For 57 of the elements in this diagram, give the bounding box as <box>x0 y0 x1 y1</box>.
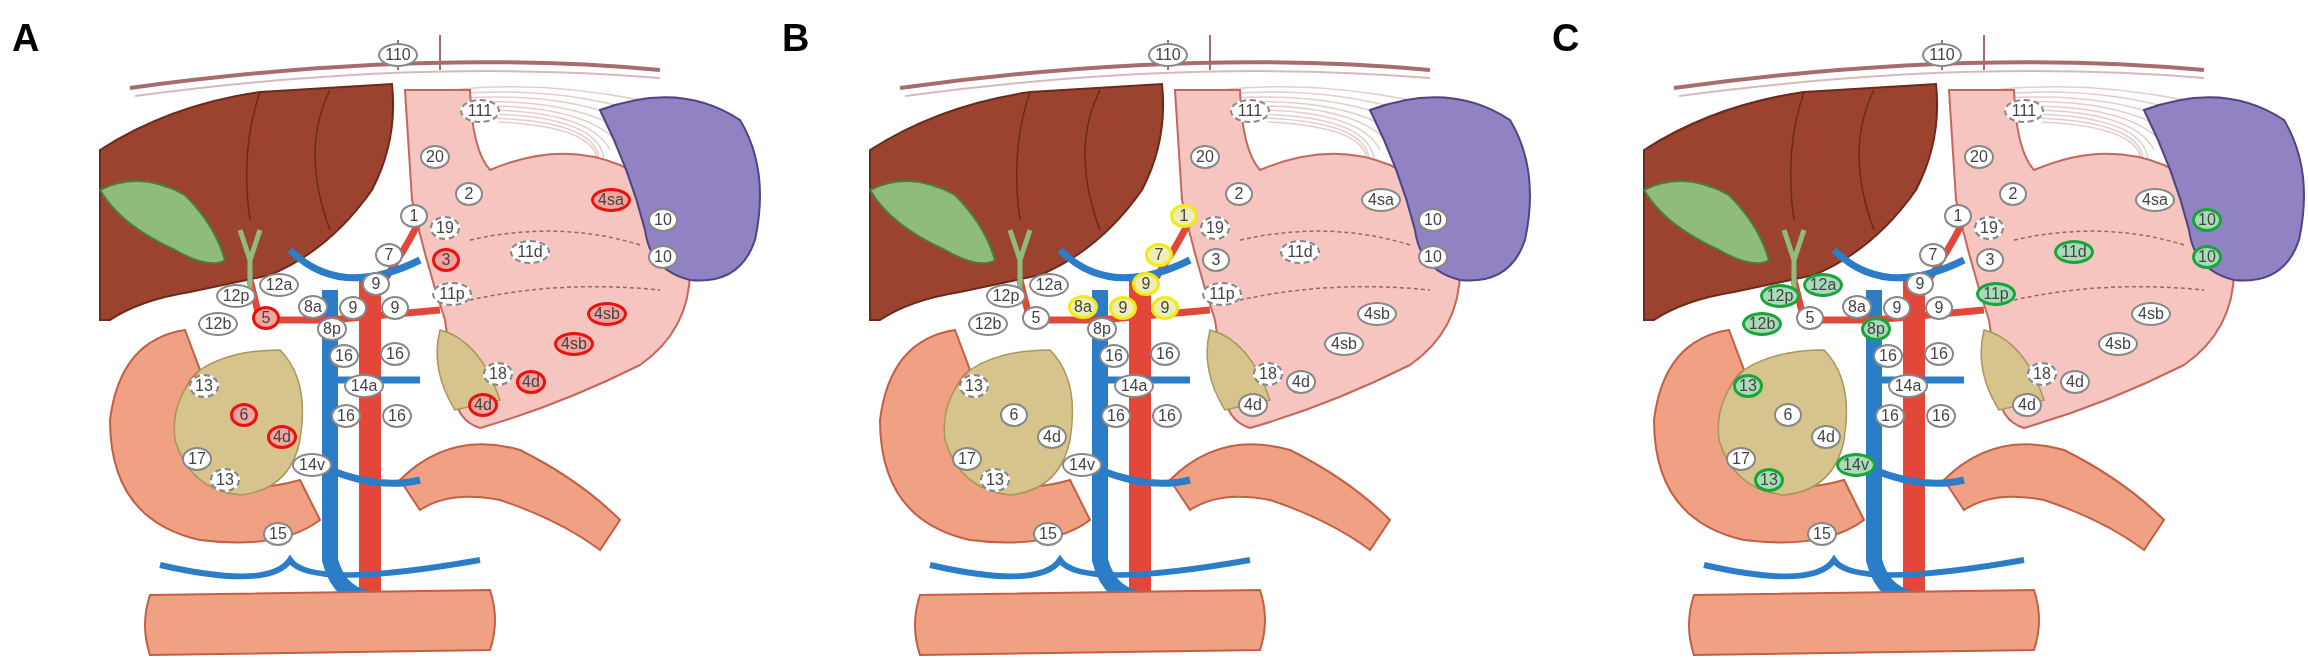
station-number-badge: 9 <box>1109 296 1137 320</box>
station-number-badge: 16 <box>1924 342 1954 366</box>
station-number-badge: 14v <box>1836 453 1876 477</box>
station-number-badge: 8p <box>1861 317 1891 341</box>
panel-letter: C <box>1552 18 1580 58</box>
station-number-badge: 9 <box>362 272 390 296</box>
station-number-badge: 15 <box>263 522 293 546</box>
station-number-badge: 14v <box>292 453 332 477</box>
station-number-badge: 5 <box>1796 306 1824 330</box>
station-number-badge: 8a <box>1842 295 1872 319</box>
station-number-badge: 110 <box>1148 43 1188 67</box>
station-number-badge: 9 <box>1906 272 1934 296</box>
station-number-badge: 12a <box>259 273 299 297</box>
station-number-badge: 16 <box>382 404 412 428</box>
station-number-badge: 8p <box>317 317 347 341</box>
panel-letter: A <box>12 18 40 58</box>
station-number-badge: 16 <box>1926 404 1956 428</box>
station-number-badge: 16 <box>1099 344 1129 368</box>
station-number-badge: 7 <box>1145 243 1173 267</box>
station-number-badge: 5 <box>1022 306 1050 330</box>
station-number-badge: 12b <box>198 312 238 336</box>
station-number-badge: 9 <box>1132 272 1160 296</box>
panel-letter: B <box>782 18 810 58</box>
station-number-badge: 16 <box>1873 344 1903 368</box>
station-number-badge: 8p <box>1087 317 1117 341</box>
station-number-badge: 9 <box>1925 296 1953 320</box>
station-number-badge: 5 <box>252 306 280 330</box>
station-number-badge: 14a <box>344 374 384 398</box>
station-number-badge: 14a <box>1888 374 1928 398</box>
station-number-badge: 14v <box>1062 453 1102 477</box>
station-number-badge: 110 <box>1922 43 1962 67</box>
station-number-badge: 7 <box>1919 243 1947 267</box>
station-number-badge: 8a <box>298 295 328 319</box>
station-number-badge: 1 <box>1170 204 1198 228</box>
station-number-badge: 15 <box>1807 522 1837 546</box>
station-number-badge: 9 <box>1883 296 1911 320</box>
station-number-badge: 12a <box>1029 273 1069 297</box>
station-number-badge: 12b <box>1742 312 1782 336</box>
station-number-badge: 16 <box>380 342 410 366</box>
station-number-badge: 9 <box>381 296 409 320</box>
station-number-badge: 12b <box>968 312 1008 336</box>
station-number-badge: 9 <box>1151 296 1179 320</box>
station-number-badge: 110 <box>378 43 418 67</box>
station-number-badge: 9 <box>339 296 367 320</box>
station-number-badge: 8a <box>1068 295 1098 319</box>
station-number-badge: 7 <box>375 243 403 267</box>
station-number-badge: 12p <box>986 284 1026 308</box>
station-number-badge: 1 <box>1944 204 1972 228</box>
station-number-badge: 12p <box>216 284 256 308</box>
station-number-badge: 1 <box>400 204 428 228</box>
station-number-badge: 16 <box>329 344 359 368</box>
station-number-badge: 16 <box>1152 404 1182 428</box>
station-number-badge: 12a <box>1803 273 1843 297</box>
station-number-badge: 16 <box>1150 342 1180 366</box>
station-number-badge: 15 <box>1033 522 1063 546</box>
station-number-badge: 14a <box>1114 374 1154 398</box>
station-number-badge: 12p <box>1760 284 1800 308</box>
